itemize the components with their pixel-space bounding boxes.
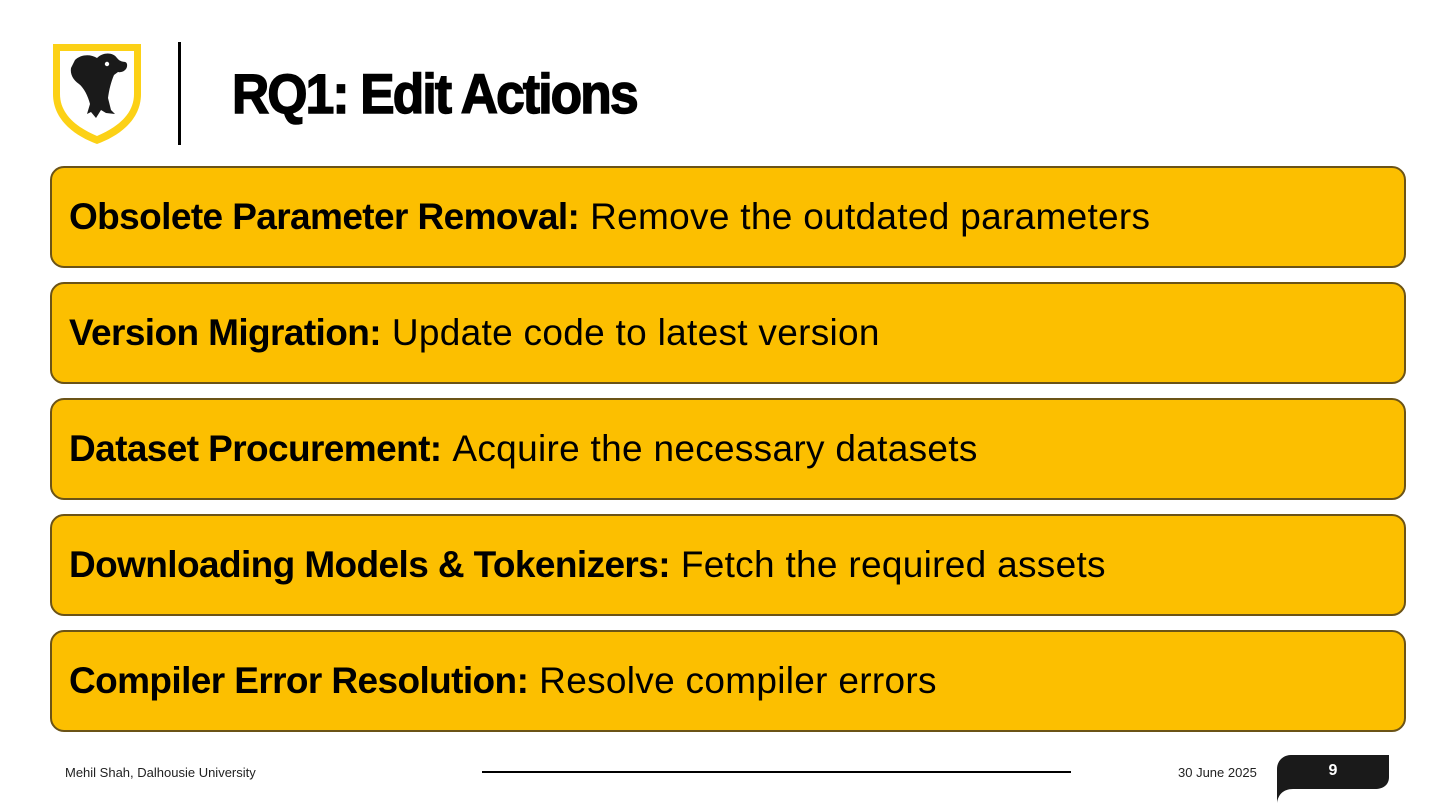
action-description: Resolve compiler errors: [539, 660, 937, 701]
action-separator: :: [429, 428, 453, 469]
action-box-downloading-models-tokenizers: Downloading Models & Tokenizers: Fetch t…: [50, 514, 1406, 616]
action-box-compiler-error-resolution: Compiler Error Resolution: Resolve compi…: [50, 630, 1406, 732]
action-separator: :: [516, 660, 540, 701]
action-description: Fetch the required assets: [680, 544, 1106, 585]
edit-actions-list: Obsolete Parameter Removal: Remove the o…: [50, 166, 1406, 732]
header-divider: [178, 42, 181, 145]
action-box-version-migration: Version Migration: Update code to latest…: [50, 282, 1406, 384]
action-separator: :: [658, 544, 681, 585]
university-shield-icon: [53, 44, 141, 144]
action-description: Update code to latest version: [391, 312, 880, 353]
action-name: Compiler Error Resolution: [69, 660, 517, 701]
footer-author: Mehil Shah, Dalhousie University: [65, 765, 256, 780]
action-name: Version Migration: [69, 312, 370, 353]
action-description: Acquire the necessary datasets: [452, 428, 978, 469]
action-box-dataset-procurement: Dataset Procurement: Acquire the necessa…: [50, 398, 1406, 500]
action-name: Obsolete Parameter Removal: [69, 196, 568, 237]
action-separator: :: [369, 312, 392, 353]
action-name: Downloading Models & Tokenizers: [69, 544, 659, 585]
action-separator: :: [567, 196, 591, 237]
slide-title: RQ1: Edit Actions: [231, 61, 639, 126]
footer-divider: [482, 771, 1071, 773]
page-number: 9: [1328, 762, 1338, 779]
action-box-obsolete-parameter-removal: Obsolete Parameter Removal: Remove the o…: [50, 166, 1406, 268]
page-number-tab: [1277, 755, 1389, 803]
footer-date: 30 June 2025: [1178, 765, 1257, 780]
action-name: Dataset Procurement: [69, 428, 430, 469]
action-description: Remove the outdated parameters: [590, 196, 1151, 237]
